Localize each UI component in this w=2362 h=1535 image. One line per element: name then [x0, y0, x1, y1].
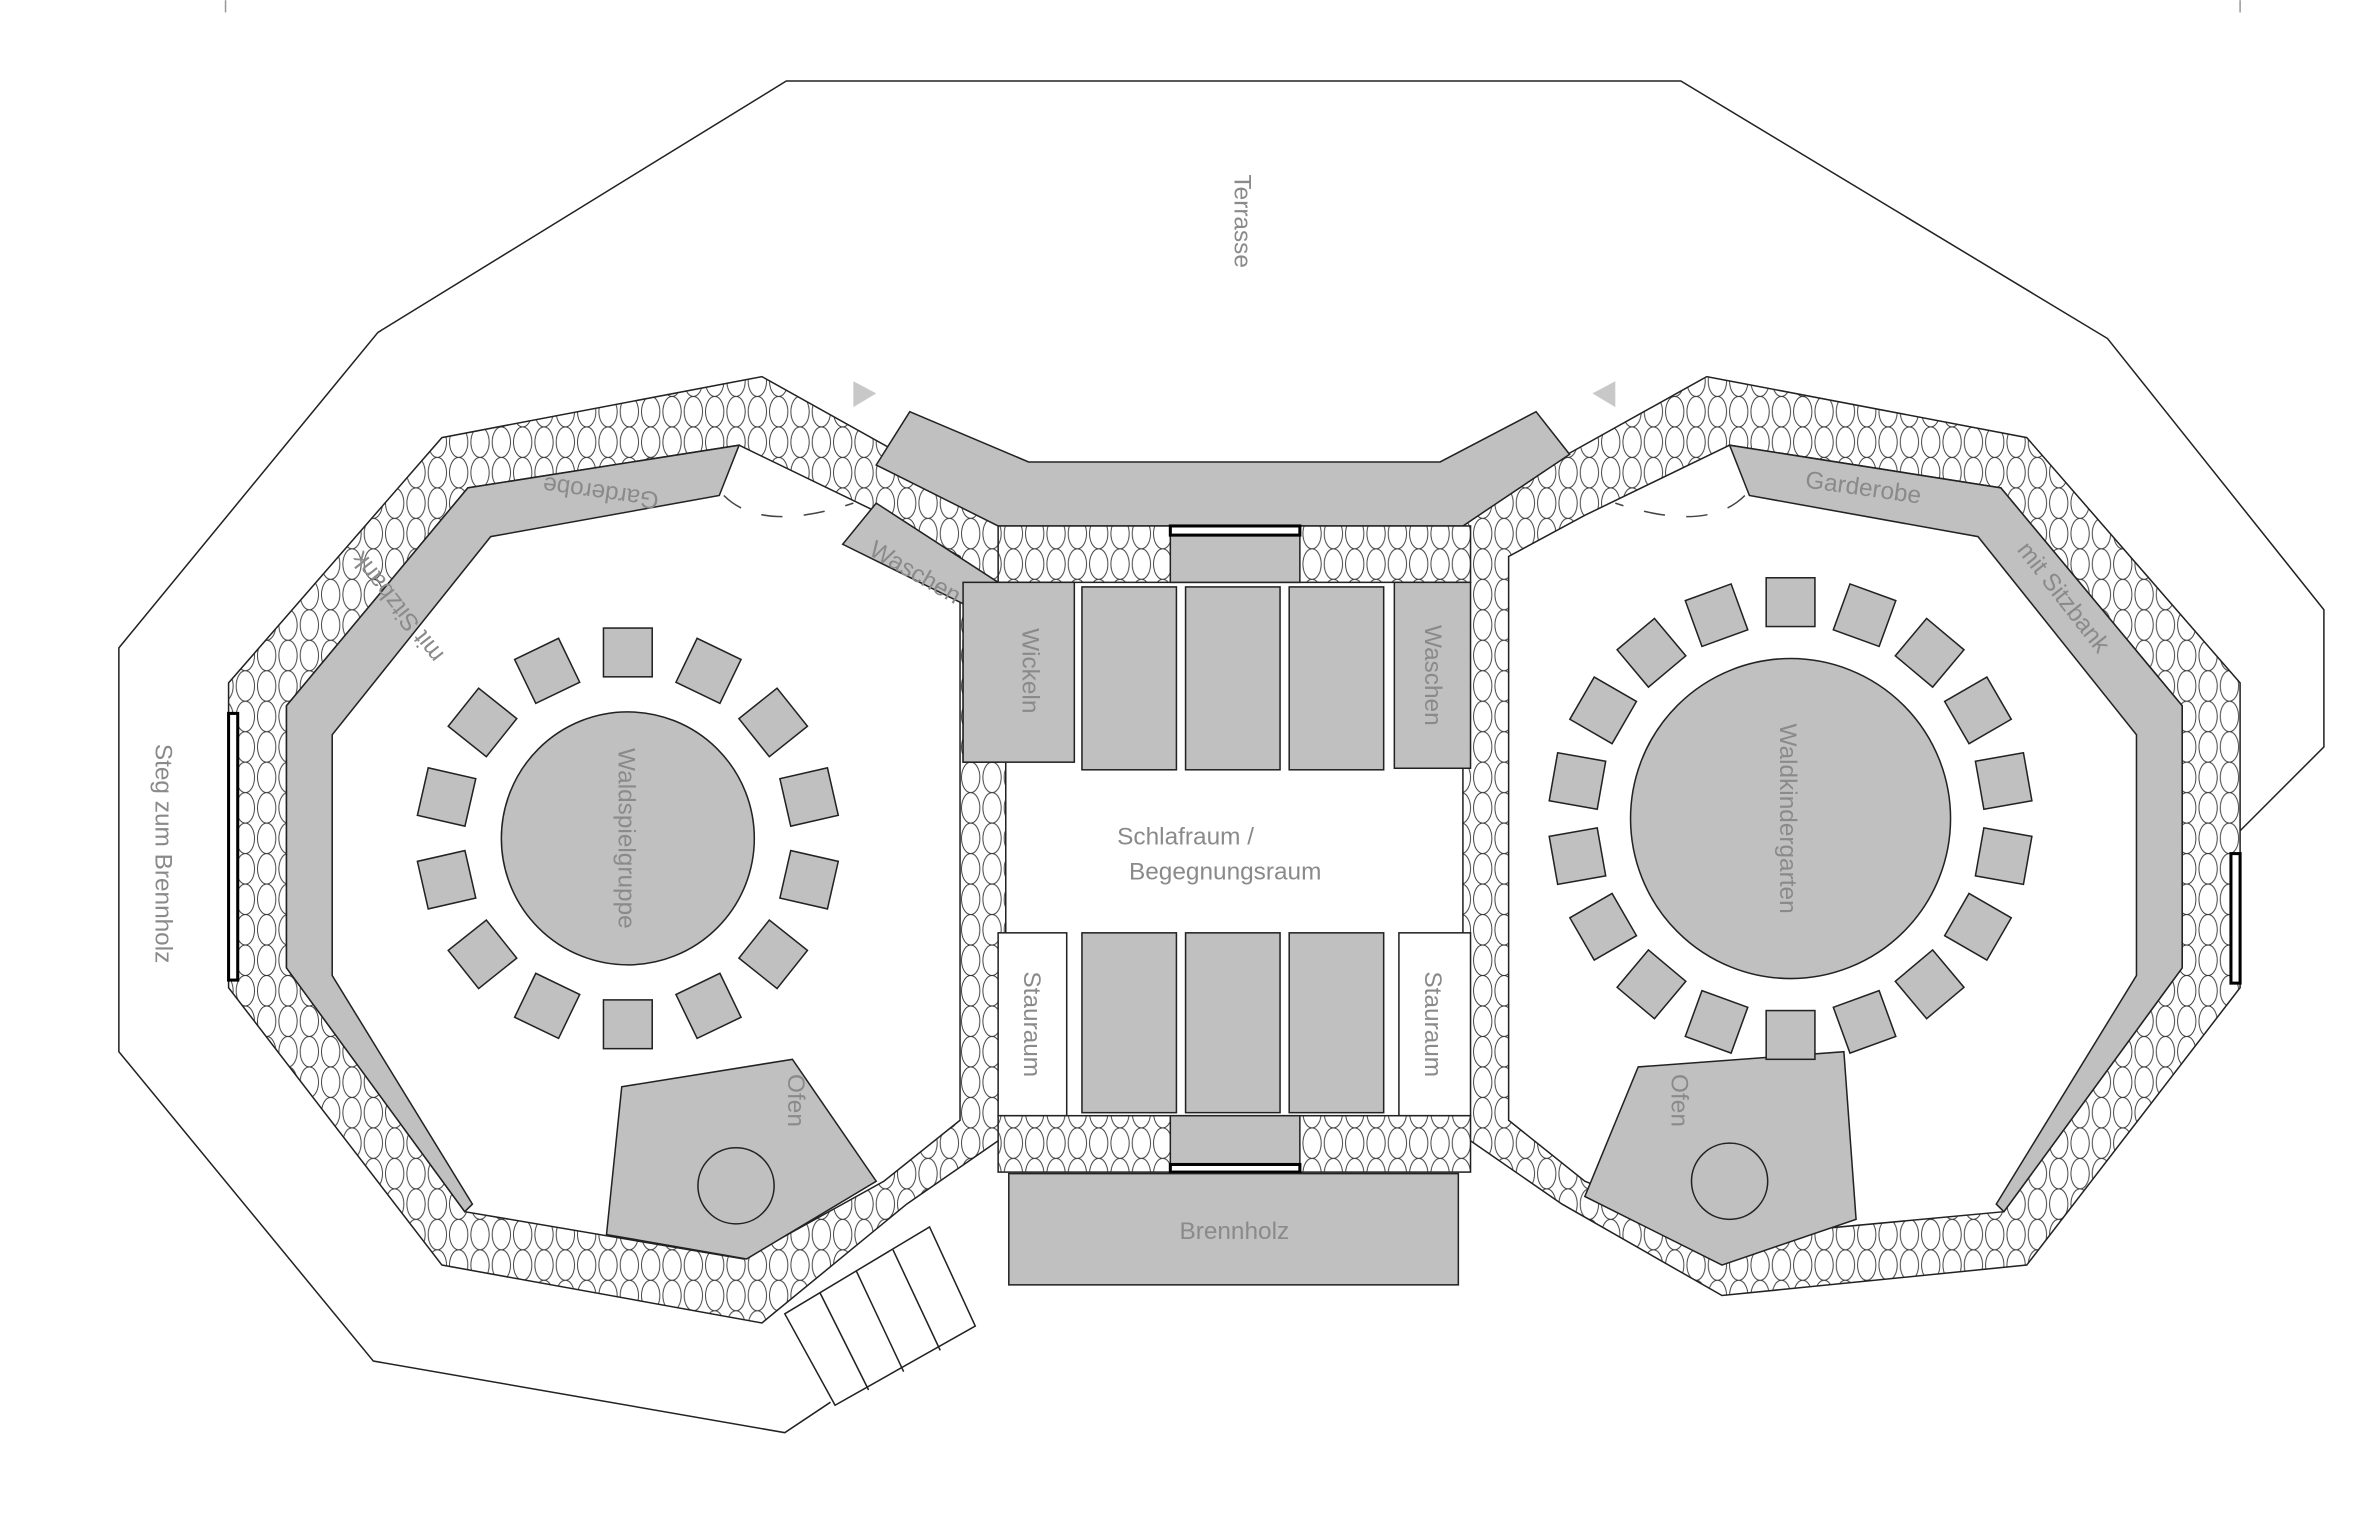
central-block	[841, 410, 1571, 1286]
changing-label: Wickeln	[1017, 628, 1044, 713]
storage-left	[997, 932, 1068, 1117]
chair	[1548, 826, 1607, 886]
terrace-outline	[118, 80, 2325, 1434]
right-cloakroom-bench	[1728, 444, 2183, 1213]
central-top-window	[1168, 524, 1302, 537]
chair	[1974, 751, 2033, 811]
chair	[1616, 948, 1687, 1020]
chair	[1943, 676, 2013, 745]
chair	[1832, 989, 1897, 1055]
left-cloakroom-bench	[285, 444, 741, 1213]
left-table	[500, 711, 756, 966]
right-table	[1629, 657, 1952, 980]
chair	[1974, 826, 2033, 886]
stair-step	[855, 1270, 905, 1373]
left-entry-arrow	[853, 381, 877, 408]
central-bottom-window	[1168, 1162, 1302, 1174]
central-canopy	[875, 410, 1571, 527]
left-room-label: Waldspielgruppe	[613, 748, 640, 929]
chair	[674, 972, 743, 1040]
chair	[1568, 892, 1638, 962]
chair	[1894, 948, 1966, 1020]
right-chairs	[1548, 577, 2033, 1061]
chair	[1684, 989, 1749, 1055]
chair	[1684, 582, 1749, 648]
left-door-swing	[723, 494, 854, 518]
storage-right	[1398, 932, 1472, 1117]
chair	[1616, 617, 1687, 689]
chair	[778, 766, 840, 828]
central-bottom-opening	[1169, 1114, 1301, 1173]
right-pod	[1462, 375, 2242, 1297]
bed	[1184, 586, 1281, 771]
chair	[1832, 582, 1897, 648]
bed	[1081, 586, 1178, 771]
chair	[447, 918, 518, 990]
chair	[1548, 751, 1607, 811]
chair	[1943, 892, 2013, 962]
chair	[416, 766, 477, 828]
chair	[1894, 617, 1966, 689]
storage-right-label: Stauraum	[1419, 971, 1446, 1077]
stair-step	[819, 1292, 870, 1391]
firewood-store	[1008, 1172, 1460, 1286]
right-stove-circle	[1690, 1142, 1769, 1221]
right-door-swing	[1615, 494, 1746, 518]
boardwalk-label: Steg zum Brennholz	[149, 744, 176, 964]
storage-left-label: Stauraum	[1018, 971, 1045, 1077]
bed	[1288, 586, 1385, 771]
right-room-label: Waldkindergarten	[1774, 723, 1801, 913]
bed	[1184, 932, 1281, 1114]
washing-right-counter	[1393, 581, 1472, 770]
bed	[1288, 932, 1385, 1114]
chair	[737, 687, 809, 758]
chair	[602, 999, 653, 1050]
central-room-label-2: Begegnungsraum	[1129, 859, 1321, 886]
firewood-label: Brennholz	[1179, 1218, 1289, 1245]
left-stairs	[783, 1225, 977, 1407]
chair	[513, 637, 581, 705]
chair	[513, 972, 581, 1040]
central-room-label-1: Schlafraum /	[1117, 823, 1254, 850]
changing-counter	[962, 581, 1076, 763]
chair	[1568, 676, 1638, 745]
left-chairs	[416, 627, 840, 1050]
terrace-label: Terrasse	[1228, 174, 1255, 267]
left-window	[227, 711, 240, 982]
stove-left-label: Ofen	[782, 1074, 809, 1127]
left-pod	[227, 375, 1007, 1407]
chair	[1765, 577, 1816, 628]
stove-right-label: Ofen	[1666, 1074, 1693, 1127]
stair-step	[892, 1249, 941, 1351]
right-window	[2229, 852, 2242, 985]
chair	[416, 849, 477, 910]
chair	[1765, 1009, 1816, 1061]
chair	[737, 918, 809, 990]
chair	[602, 627, 653, 678]
bed	[1081, 932, 1178, 1114]
right-entry-arrow	[1592, 381, 1616, 408]
chair	[447, 687, 518, 758]
left-stove-circle	[697, 1146, 775, 1225]
chair	[778, 849, 840, 910]
washing-right-label: Waschen	[1419, 625, 1446, 726]
chair	[674, 637, 743, 705]
